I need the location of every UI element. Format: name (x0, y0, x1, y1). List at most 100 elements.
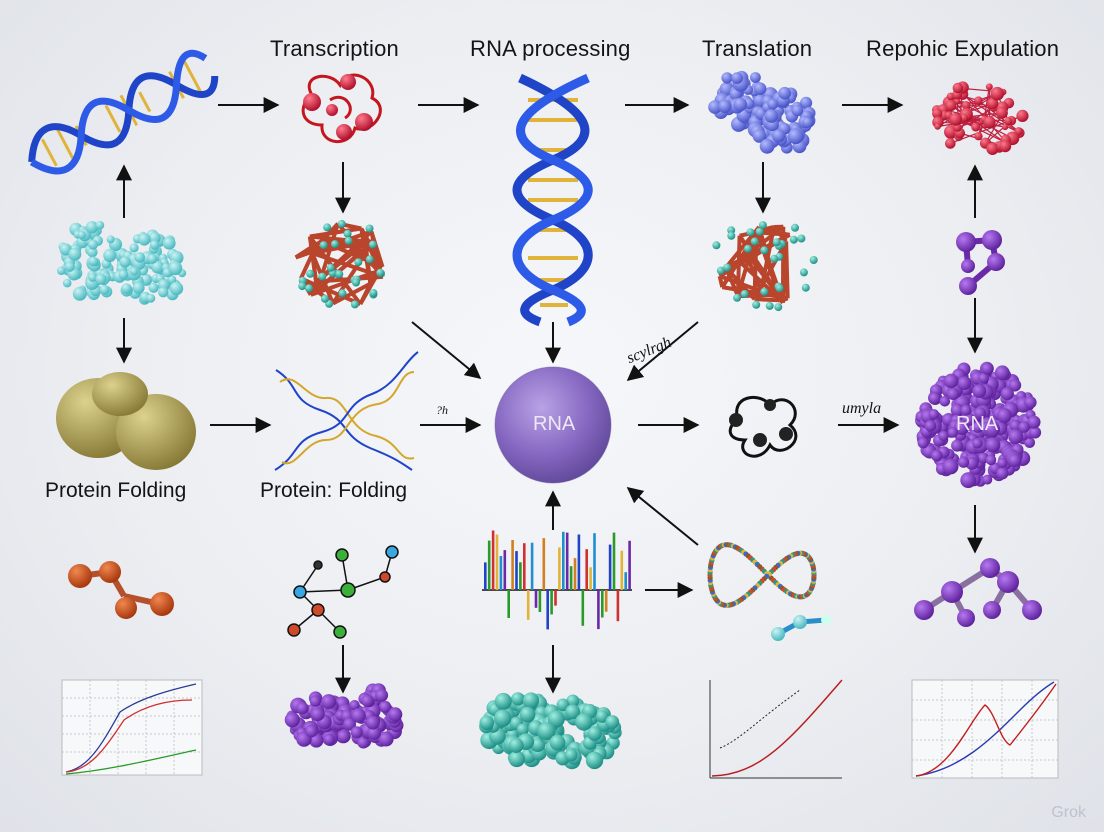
atom-sphere (931, 449, 943, 462)
atom-sphere (957, 456, 970, 468)
atom-sphere (121, 283, 132, 294)
molecule-icon (68, 561, 174, 619)
atom-sphere (354, 258, 363, 267)
atom-sphere (508, 738, 524, 753)
atom-sphere (129, 243, 139, 253)
spectrum-bar (593, 533, 596, 590)
atom-sphere (565, 704, 580, 720)
atom-sphere (983, 116, 996, 129)
atom-sphere (1016, 109, 1029, 122)
atom-sphere (721, 72, 733, 84)
molecule-icon (914, 558, 1042, 627)
spectrum-bar (573, 558, 577, 590)
atom-sphere (791, 223, 799, 232)
atom-sphere (375, 688, 389, 702)
atom-sphere (516, 723, 529, 736)
atom-sphere (298, 282, 307, 291)
atom-sphere (985, 83, 993, 91)
atom-sphere (605, 715, 620, 729)
atom-sphere (928, 392, 941, 405)
atom-sphere (750, 72, 761, 83)
atom-sphere (494, 692, 512, 710)
bond-line (983, 86, 990, 120)
atom-sphere (1009, 419, 1022, 432)
atom-sphere (789, 235, 798, 244)
bead (757, 564, 763, 570)
spectrum-bar (499, 556, 503, 590)
atom-sphere (376, 268, 385, 277)
atom-sphere (774, 303, 783, 312)
spectrum-bar (562, 531, 565, 590)
atom-sphere (746, 228, 755, 237)
atom-sphere (330, 240, 339, 249)
atom-sphere (760, 246, 769, 255)
bond-line (309, 234, 343, 242)
atom-sphere (323, 733, 335, 746)
title-repohic-expulation: Repohic Expulation (866, 36, 1060, 61)
atom-sphere (986, 142, 999, 155)
atom-sphere (770, 254, 779, 263)
line-chart-icon (61, 679, 203, 776)
caption-protein-folding-2: Protein: Folding (260, 479, 408, 502)
atom-sphere (352, 278, 360, 287)
spectrum-bar (523, 543, 526, 590)
atom-sphere (366, 715, 380, 730)
atom-sphere (130, 267, 139, 276)
atom-sphere (519, 706, 536, 723)
title-translation: Translation (702, 36, 813, 61)
atom-sphere (148, 282, 159, 293)
edge-label-tiny: ?h (436, 403, 448, 417)
spectrum-bar (601, 590, 604, 618)
atom-sphere (934, 123, 941, 130)
atom-sphere (365, 224, 374, 233)
spectrum-bar (558, 547, 561, 590)
atom-sphere (147, 253, 158, 264)
ribosome-icon (294, 219, 385, 309)
spectrum-bar (577, 534, 581, 590)
spectrum-bar (554, 590, 557, 606)
atom-sphere (72, 286, 87, 301)
atom-sphere (743, 244, 752, 253)
atom-sphere (985, 437, 1001, 453)
atom-sphere (787, 128, 804, 145)
spectrum-bar (515, 551, 518, 590)
atom-sphere (1002, 124, 1009, 131)
atom-sphere (62, 278, 72, 288)
watermark: Grok (1051, 804, 1086, 821)
atom-sphere (932, 108, 943, 119)
atom-sphere (119, 256, 131, 268)
atom-sphere (134, 252, 145, 263)
spectrum-bar (507, 590, 510, 618)
atom-sphere (88, 273, 97, 282)
atom-sphere (978, 372, 989, 384)
spectrum-bar (484, 562, 487, 590)
atom-sphere (318, 272, 327, 281)
atom-sphere (997, 457, 1008, 468)
atom-sphere (797, 234, 806, 243)
atom-sphere (1018, 421, 1030, 433)
atom-sphere (337, 219, 346, 228)
atom-sphere (168, 261, 183, 276)
atom-sphere (801, 283, 810, 292)
atom-sphere (344, 236, 353, 245)
atom-sphere (585, 751, 604, 770)
atom-sphere (939, 396, 951, 407)
atom-sphere (949, 112, 963, 126)
protein-folding-globule-icon (56, 372, 196, 470)
atom-sphere (1027, 415, 1041, 429)
spectrum-bar (597, 590, 600, 630)
atom-sphere (306, 269, 315, 278)
edge-label-umyla: umyla (842, 400, 882, 417)
atom-sphere (335, 270, 344, 279)
atom-sphere (508, 750, 525, 768)
atom-sphere (957, 376, 971, 391)
molecule-icon (771, 615, 831, 641)
spectrum-bar (565, 532, 569, 590)
atom-sphere (361, 694, 374, 707)
molecule-network-icon (287, 545, 399, 639)
atom-sphere (1024, 396, 1037, 409)
atom-sphere (974, 407, 986, 419)
rna-right-label: RNA (956, 413, 999, 435)
atom-sphere (1008, 379, 1022, 392)
atom-sphere (146, 293, 156, 303)
